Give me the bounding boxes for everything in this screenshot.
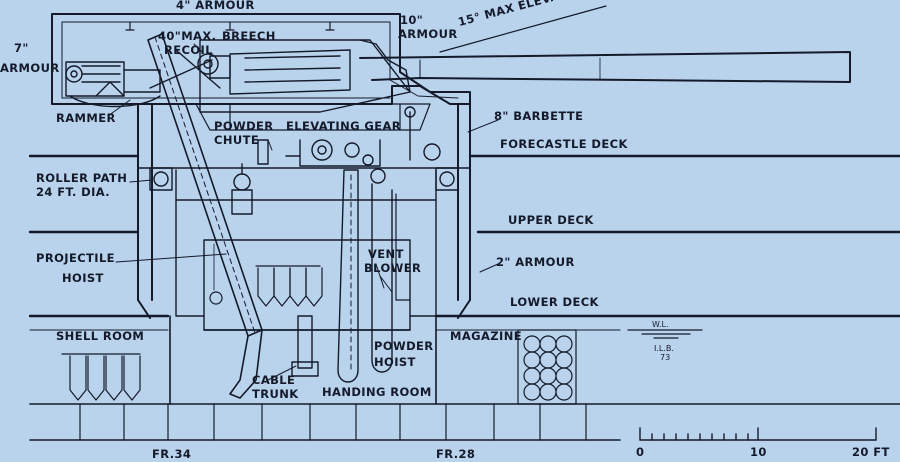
label-8in-barbette: 8" BARBETTE [494, 109, 584, 123]
label-vent-blower-line1: VENT [368, 247, 404, 261]
barbette-walls [137, 103, 471, 319]
bottom-frames [79, 403, 587, 441]
label-roller-path-line1: ROLLER PATH [36, 171, 128, 185]
rammer [65, 61, 161, 108]
label-vent-blower-line2: BLOWER [364, 261, 422, 275]
label-powder-chute-line2: CHUTE [214, 133, 260, 147]
vent-blower [379, 193, 411, 301]
gun-cradle [195, 103, 431, 131]
label-handing-room: HANDING ROOM [322, 385, 432, 399]
label-upper-deck: UPPER DECK [508, 213, 594, 227]
drawing-year: 73 [660, 353, 671, 362]
scale-bar [639, 427, 877, 441]
label-max-recoil-text: RECOIL [164, 43, 213, 57]
label-frame-34: FR.34 [152, 447, 192, 461]
cable-trunk [291, 315, 319, 377]
label-10in-armour-text: ARMOUR [398, 27, 458, 41]
elevation-arc [439, 5, 607, 53]
label-projectile-hoist-line2: HOIST [62, 271, 104, 285]
label-magazine: MAGAZINE [450, 329, 522, 343]
label-10in-armour-value: 10" [400, 13, 424, 27]
powder-hoist-tube [337, 168, 393, 383]
label-2in-armour: 2" ARMOUR [496, 255, 575, 269]
powder-chute [231, 139, 269, 215]
label-7in-armour-value: 7" [14, 41, 29, 55]
label-shell-room: SHELL ROOM [56, 329, 145, 343]
artist-initials: I.L.B. [654, 344, 674, 353]
label-powder-hoist-line2: HOIST [374, 355, 416, 369]
label-cable-trunk-line2: TRUNK [252, 387, 299, 401]
label-4in-armour: 4" ARMOUR [176, 0, 255, 12]
label-frame-28: FR.28 [436, 447, 476, 461]
breech-mechanism [149, 39, 411, 113]
label-roller-path-line2: 24 FT. DIA. [36, 185, 111, 199]
roller-path [137, 167, 471, 191]
scale-tick-label: 0 [636, 445, 645, 459]
label-lower-deck: LOWER DECK [510, 295, 599, 309]
label-cable-trunk-line1: CABLE [252, 373, 296, 387]
label-elevating-gear: ELEVATING GEAR [286, 119, 402, 133]
roof-stanchions [125, 21, 335, 31]
gun-barrel [359, 51, 851, 83]
label-powder-hoist-line1: POWDER [374, 339, 434, 353]
shell-room-rack [61, 353, 141, 401]
label-7in-armour-text: ARMOUR [0, 61, 60, 75]
label-forecastle-deck: FORECASTLE DECK [500, 137, 628, 151]
waterline-mark: W.L. [652, 320, 669, 329]
label-breech: BREECH [222, 29, 276, 43]
projectile-hoist-tube [147, 33, 263, 399]
label-projectile-hoist-line1: PROJECTILE [36, 251, 115, 265]
label-rammer: RAMMER [56, 111, 116, 125]
shell-rack-turret [209, 243, 323, 307]
turntable-structure [175, 169, 437, 331]
label-max-recoil-value: 40"MAX. [158, 29, 217, 43]
lower-hull [29, 315, 900, 441]
leader-lines [107, 43, 499, 381]
magazine-stowage [517, 329, 577, 405]
gun-house [51, 13, 471, 105]
scale-tick-label: 20 FT [852, 445, 890, 459]
scale-tick-label: 10 [750, 445, 767, 459]
waterline-symbol [627, 329, 703, 339]
elevating-gear [285, 106, 441, 167]
label-powder-chute-line1: POWDER [214, 119, 274, 133]
